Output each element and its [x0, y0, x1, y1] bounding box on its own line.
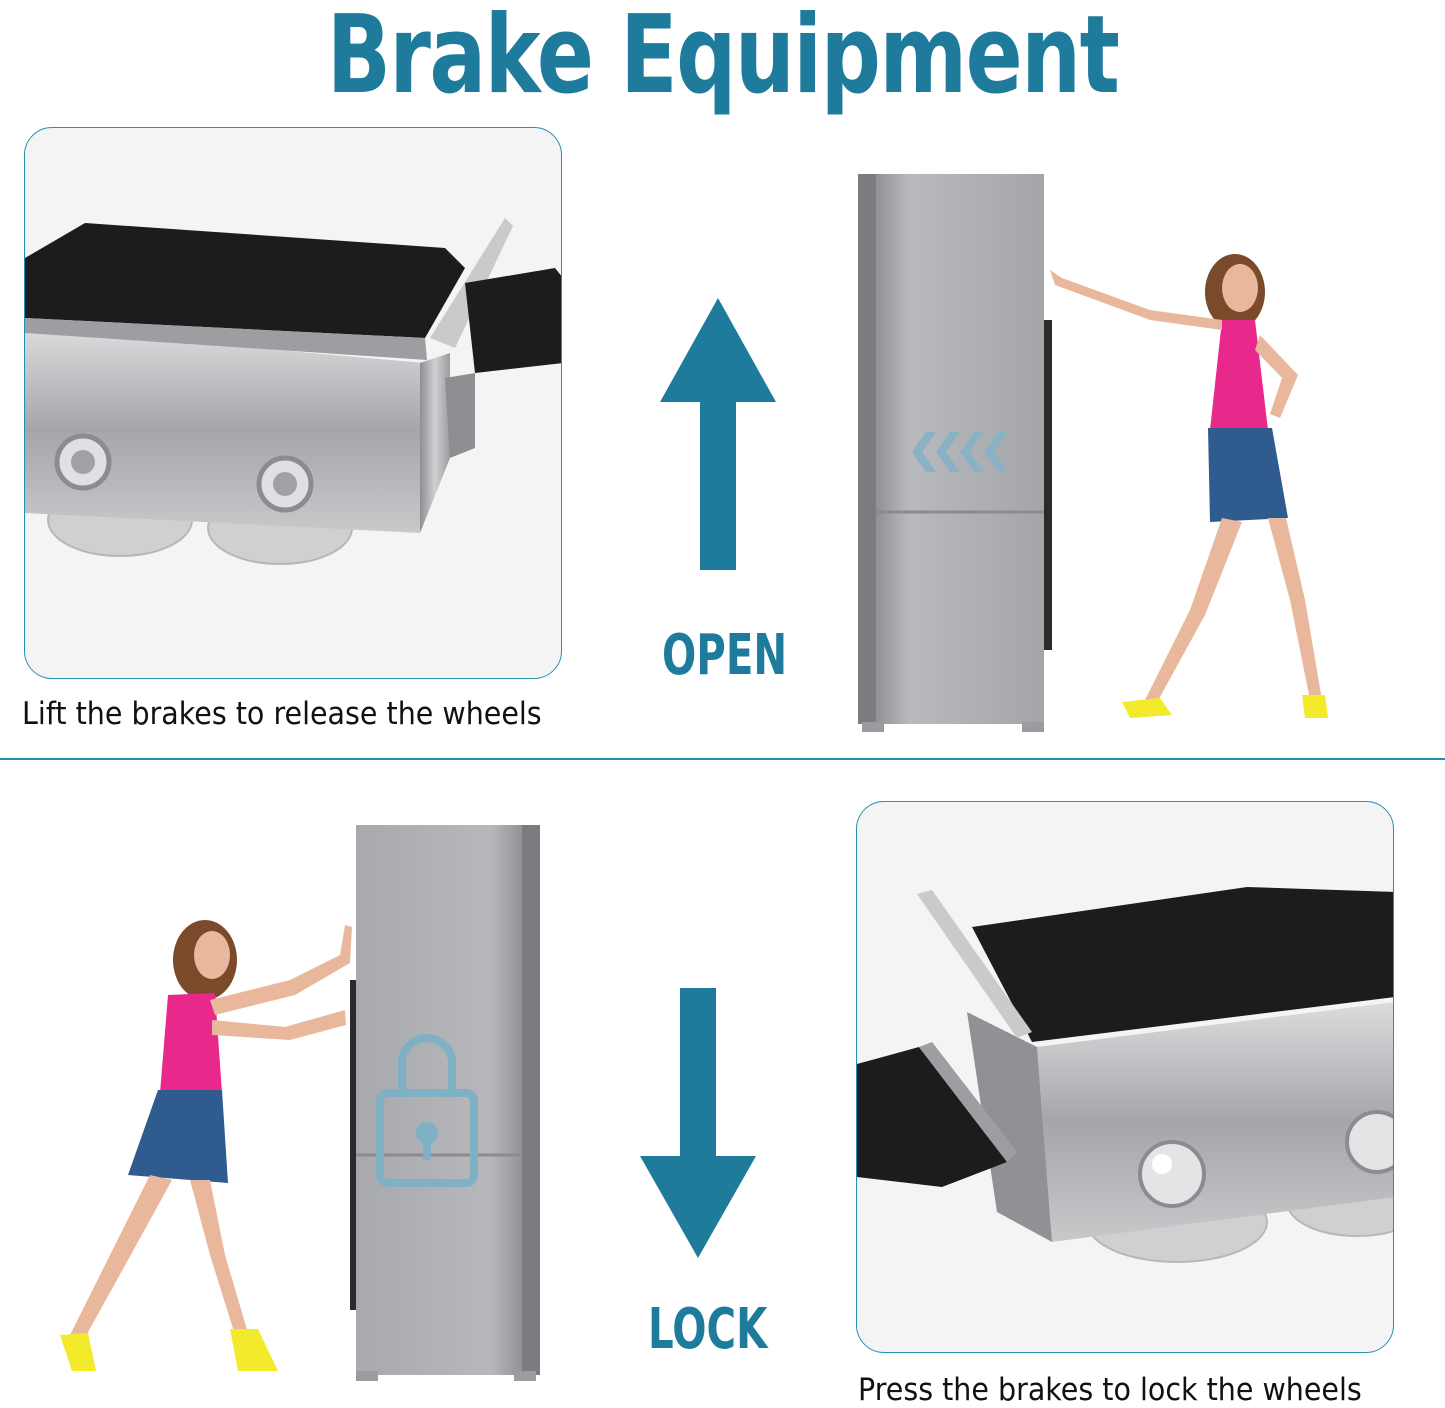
brake-closeup-lock-panel	[856, 801, 1394, 1353]
arrow-down-icon	[640, 988, 756, 1258]
padlock-icon	[376, 1034, 478, 1187]
caster-pressed-brake-illustration	[857, 887, 1393, 1263]
arrow-up-icon	[660, 298, 776, 570]
woman-figure	[1050, 254, 1328, 718]
lock-label: LOCK	[648, 1297, 768, 1362]
open-label: OPEN	[662, 623, 788, 688]
section-divider	[0, 758, 1445, 760]
fridge-push-lock-illustration	[60, 825, 540, 1381]
lock-caption: Press the brakes to lock the wheels	[858, 1372, 1362, 1408]
page-title: Brake Equipment	[326, 0, 1120, 118]
brake-closeup-open-panel	[24, 127, 562, 679]
woman-figure	[60, 920, 352, 1371]
caster-lifted-brake-illustration	[25, 218, 561, 565]
chevrons-left-icon	[912, 432, 1008, 472]
fridge-push-open-illustration	[858, 174, 1328, 732]
open-caption: Lift the brakes to release the wheels	[22, 696, 542, 732]
